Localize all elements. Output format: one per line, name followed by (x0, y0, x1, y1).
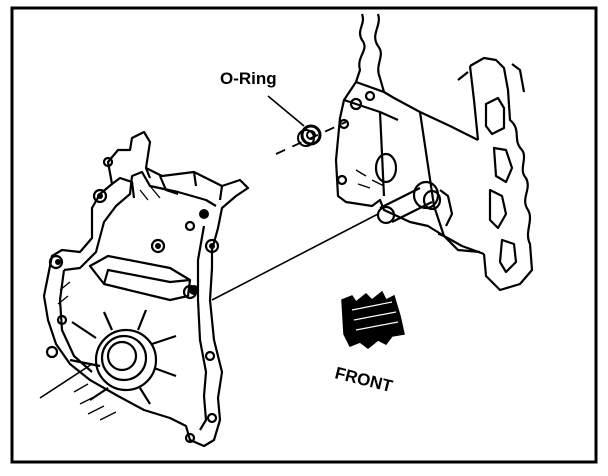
front-cover-shading (55, 193, 215, 295)
diagram-frame (10, 6, 598, 464)
o-ring-label: O-Ring (220, 69, 277, 88)
seal-leader-line (39, 363, 93, 399)
front-direction-arrow-icon (341, 290, 405, 349)
front-cover (42, 130, 250, 448)
o-ring-part (297, 124, 322, 147)
o-ring-alignment-line (275, 121, 347, 155)
o-ring-leader-line (267, 95, 305, 127)
front-label: FRONT (333, 363, 395, 396)
engine-block-hatching (355, 169, 453, 241)
dowel-alignment-line (211, 213, 379, 301)
front-cover-hatching (57, 185, 161, 421)
engine-block (334, 13, 534, 292)
